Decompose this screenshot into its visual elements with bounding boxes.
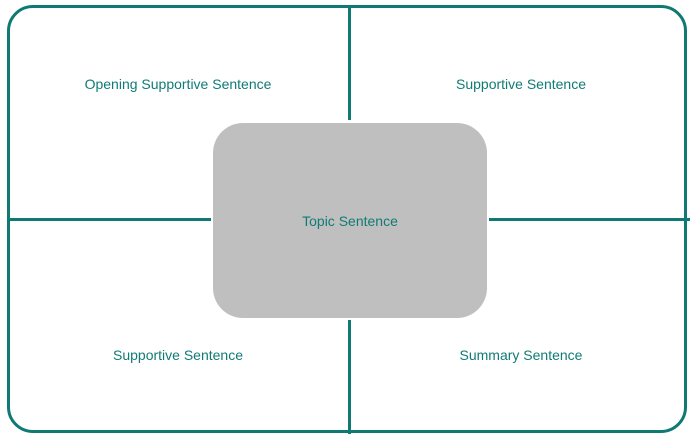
quadrant-bottom-left-label: Supportive Sentence [113, 347, 243, 363]
quadrant-top-left-label: Opening Supportive Sentence [84, 76, 272, 92]
divider-top [348, 6, 351, 120]
divider-left [8, 218, 211, 221]
quadrant-top-right-label: Supportive Sentence [456, 76, 586, 92]
topic-sentence-box: Topic Sentence [213, 123, 487, 318]
quadrant-bottom-right-label: Summary Sentence [459, 347, 583, 363]
divider-bottom [348, 320, 351, 434]
divider-right [489, 218, 690, 221]
topic-sentence-label: Topic Sentence [302, 212, 398, 229]
